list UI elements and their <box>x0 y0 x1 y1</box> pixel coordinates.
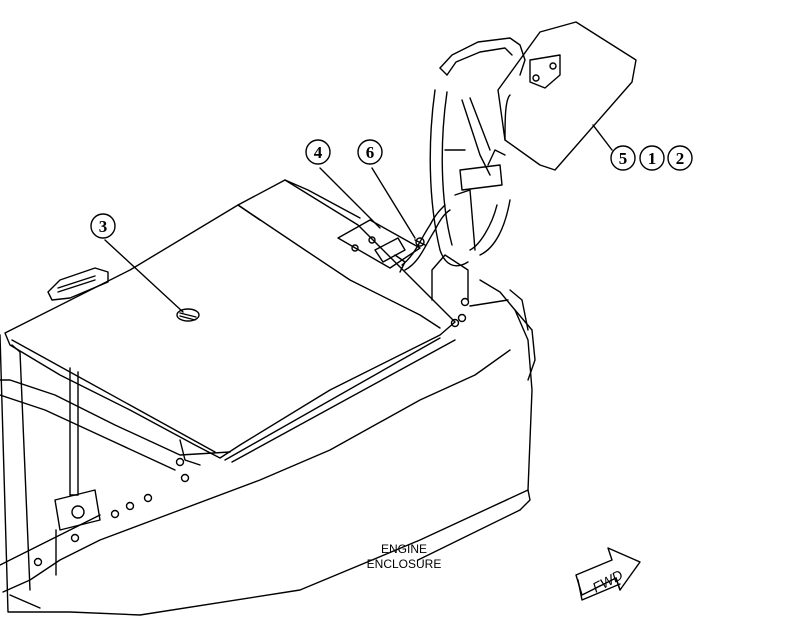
fwd-label: FWD <box>590 567 626 596</box>
engine-enclosure <box>0 279 536 616</box>
callout-3: 3 <box>90 213 116 239</box>
callout-1-text: 1 <box>648 149 657 168</box>
callout-4-text: 4 <box>314 143 323 162</box>
engine-label-line2: ENCLOSURE <box>367 557 442 571</box>
callout-2: 2 <box>667 145 693 171</box>
leader-lines <box>104 124 613 313</box>
callout-1: 1 <box>639 145 665 171</box>
engine-label-line1: ENGINE <box>381 542 427 556</box>
left-latch <box>47 267 109 301</box>
fwd-arrow: FWD <box>575 547 641 601</box>
cover-knob <box>176 308 200 322</box>
bolts <box>33 236 470 567</box>
callout-6-text: 6 <box>366 143 375 162</box>
callout-3-text: 3 <box>99 217 108 236</box>
mirror-arm <box>429 37 526 301</box>
callout-5: 5 <box>610 145 636 171</box>
callout-5-text: 5 <box>619 149 628 168</box>
frame-rails <box>0 344 231 609</box>
top-cover <box>4 179 456 466</box>
callout-2-text: 2 <box>676 149 685 168</box>
callout-6: 6 <box>357 139 383 165</box>
callout-4: 4 <box>305 139 331 165</box>
engine-enclosure-label: ENGINE ENCLOSURE <box>367 542 442 571</box>
mirror-head <box>497 21 637 171</box>
